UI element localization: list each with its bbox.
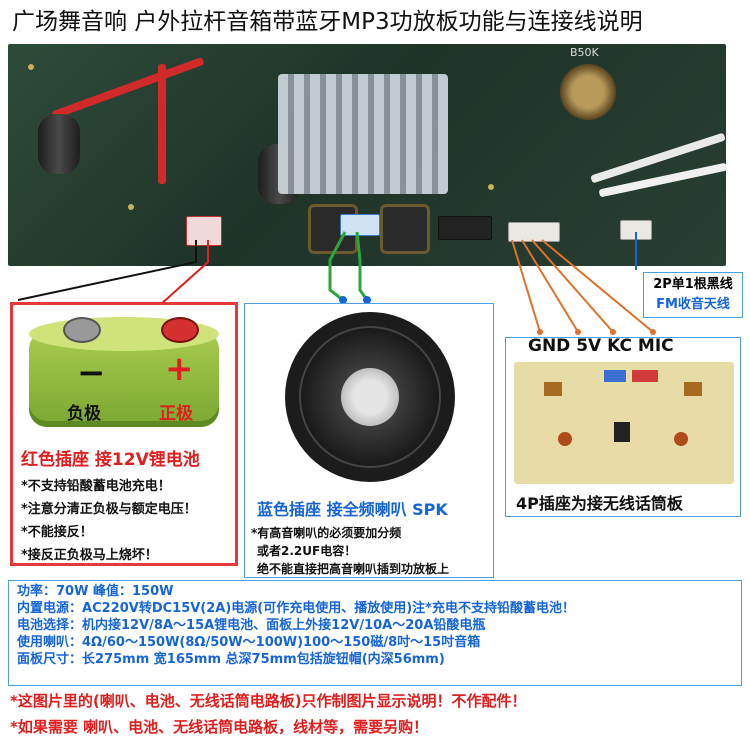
heatsink xyxy=(278,74,448,194)
mic-pin-labels: GND 5V KC MIC xyxy=(528,336,674,356)
mic-title: 4P插座为接无线话筒板 xyxy=(516,494,683,513)
battery-panel: − + 负极 正极 红色插座 接12V锂电池 *不支持铅酸蓄电池充电！ *注意分… xyxy=(10,302,238,566)
plus-sign: + xyxy=(165,349,194,389)
battery-illustration: − + 负极 正极 xyxy=(23,313,225,433)
fm-line2: FM收音天线 xyxy=(656,297,730,312)
fm-antenna-callout: 2P单1根黑线 FM收音天线 xyxy=(643,272,743,318)
speaker-note: 或者2.2UF电容！ xyxy=(257,544,357,558)
spec-line: 电池选择：机内接12V/8A～15A锂电池、面板上外接12V/10A～20A铅酸… xyxy=(17,618,486,633)
spec-line: 功率：70W 峰值：150W xyxy=(17,584,174,599)
capacitor xyxy=(38,114,80,174)
disclaimer-note: *这图片里的(喇叭、电池、无线话筒电路板)只作制图片显示说明！不作配件！ xyxy=(10,692,527,710)
battery-title: 红色插座 接12V锂电池 xyxy=(21,450,200,470)
minus-sign: − xyxy=(77,353,106,393)
amplifier-board-photo: B50K xyxy=(8,44,726,266)
red-power-socket xyxy=(186,216,222,246)
purchase-note: *如果需要 喇叭、电池、无线话筒电路板，线材等，需要另购！ xyxy=(10,718,429,736)
mic-4p-socket xyxy=(508,222,560,242)
speaker-illustration xyxy=(285,312,455,482)
positive-label: 正极 xyxy=(159,404,193,424)
blue-speaker-socket xyxy=(340,214,380,236)
battery-note: *注意分清正负极与额定电压！ xyxy=(21,502,197,517)
mic-board-illustration xyxy=(514,362,734,484)
mic-panel: GND 5V KC MIC 4P插座为接无线话筒板 xyxy=(505,336,741,517)
speaker-note: 绝不能直接把高音喇叭插到功放板上 xyxy=(257,562,450,576)
knob-label: B50K xyxy=(570,46,599,59)
speaker-title: 蓝色插座 接全频喇叭 SPK xyxy=(257,500,448,519)
speaker-panel: 蓝色插座 接全频喇叭 SPK *有高音喇叭的必须要加分频 或者2.2UF电容！ … xyxy=(244,303,494,578)
fm-line1: 2P单1根黑线 xyxy=(653,277,733,292)
inductor-coil xyxy=(380,204,430,254)
spec-line: 面板尺寸：长275mm 宽165mm 总深75mm包括旋钮帽(内深56mm) xyxy=(17,652,445,667)
spec-line: 内置电源：AC220V转DC15V(2A)电源(可作充电使用、播放使用)注*充电… xyxy=(17,601,575,616)
speaker-note: *有高音喇叭的必须要加分频 xyxy=(251,526,402,540)
volume-knob xyxy=(560,64,616,120)
page-title: 广场舞音响 户外拉杆音箱带蓝牙MP3功放板功能与连接线说明 xyxy=(12,9,643,35)
specifications-box: 功率：70W 峰值：150W 内置电源：AC220V转DC15V(2A)电源(可… xyxy=(8,580,742,686)
spec-line: 使用喇叭：4Ω/60～150W(8Ω/50W～100W)100～150磁/8吋～… xyxy=(17,635,481,650)
negative-label: 负极 xyxy=(67,404,101,424)
battery-note: *接反正负极马上烧坏！ xyxy=(21,548,158,563)
fm-antenna-socket xyxy=(620,220,652,240)
battery-note: *不能接反！ xyxy=(21,525,93,540)
battery-note: *不支持铅酸蓄电池充电！ xyxy=(21,479,171,494)
